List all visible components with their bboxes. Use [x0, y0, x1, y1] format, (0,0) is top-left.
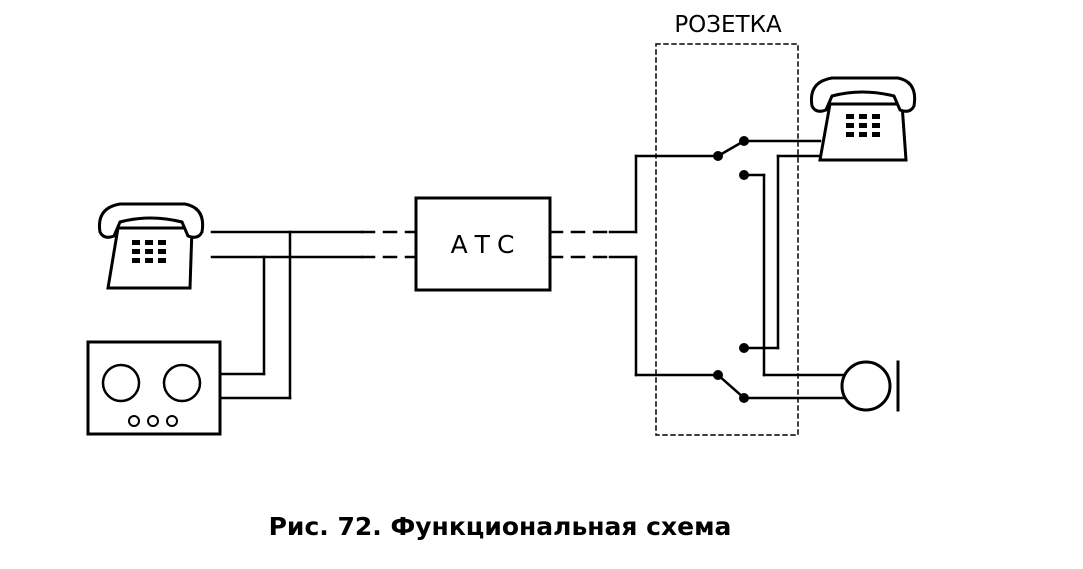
- tape-recorder-icon: [86, 340, 222, 436]
- telephone-right-icon: [809, 76, 917, 162]
- bell-icon: [840, 360, 900, 412]
- figure-caption: Рис. 72. Функциональная схема: [268, 512, 732, 541]
- exchange-box: [414, 196, 552, 292]
- left-line-wires: [210, 230, 418, 400]
- socket-switches: [713, 136, 846, 403]
- exchange-label: АТС: [451, 230, 522, 259]
- right-line-wires: [548, 154, 720, 377]
- socket-label: РОЗЕТКА: [674, 12, 782, 38]
- telephone-left-icon: [97, 202, 205, 290]
- socket-box: [655, 43, 799, 436]
